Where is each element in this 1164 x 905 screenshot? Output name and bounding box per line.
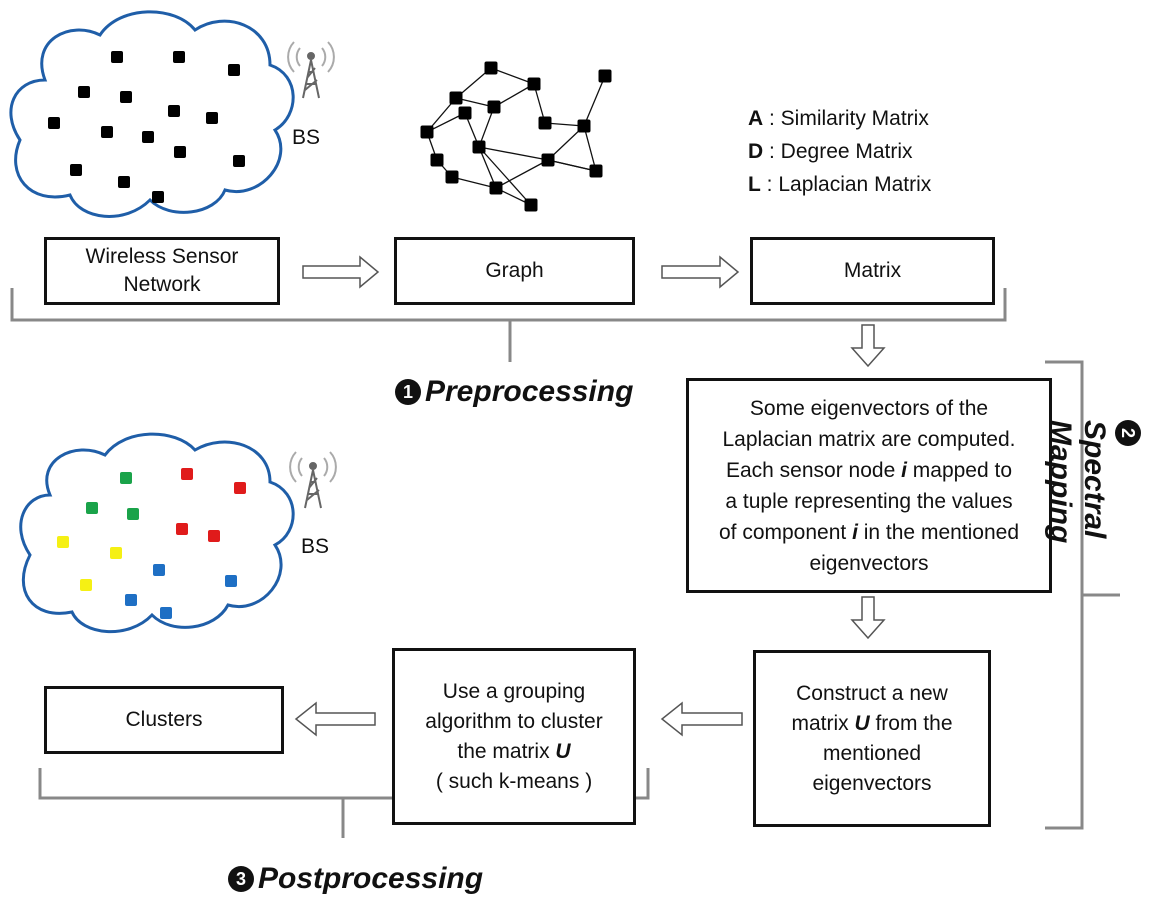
arrow-eigen-to-construct <box>850 596 886 640</box>
graph-edge <box>490 67 535 85</box>
graph-node <box>458 106 472 120</box>
top-network-cloud <box>9 10 295 218</box>
graph-node <box>538 116 552 130</box>
cluster-node <box>153 564 165 576</box>
graph-node <box>420 125 434 139</box>
top-antenna-icon <box>287 41 335 99</box>
graph-node <box>577 119 591 133</box>
matrix-legend: A : Similarity Matrix D : Degree Matrix … <box>748 102 931 201</box>
arrow-graph-to-matrix <box>661 255 740 289</box>
sensor-node <box>228 64 240 76</box>
legend-row-a: A : Similarity Matrix <box>748 107 929 130</box>
graph-node <box>472 140 486 154</box>
bottom-network-cloud <box>19 432 295 634</box>
preprocessing-brace <box>10 288 1007 362</box>
graph-node <box>445 170 459 184</box>
graph-edge <box>478 146 532 206</box>
arrow-grouping-to-clusters <box>294 701 376 737</box>
cluster-node <box>120 472 132 484</box>
sensor-node <box>120 91 132 103</box>
construct-matrix-box: Construct a new matrix U from the mentio… <box>753 650 991 827</box>
graph-node <box>524 198 538 212</box>
cluster-node <box>176 523 188 535</box>
cluster-node <box>127 508 139 520</box>
sensor-node <box>118 176 130 188</box>
bottom-bs-label: BS <box>301 535 330 558</box>
graph-edge <box>478 146 549 161</box>
graph-node <box>541 153 555 167</box>
eigenvectors-box: Some eigenvectors of the Laplacian matri… <box>686 378 1052 593</box>
graph-node <box>430 153 444 167</box>
bottom-sensor-nodes <box>57 468 246 619</box>
sensor-node <box>48 117 60 129</box>
cluster-node <box>234 482 246 494</box>
graph-edge <box>451 176 497 189</box>
cluster-node <box>160 607 172 619</box>
spectral-mapping-brace <box>1045 360 1120 830</box>
graph-node <box>487 100 501 114</box>
sensor-node <box>101 126 113 138</box>
cluster-node <box>110 547 122 559</box>
graph-edge <box>547 159 597 172</box>
cluster-node <box>181 468 193 480</box>
graph-edge <box>478 146 497 189</box>
cluster-node <box>208 530 220 542</box>
cluster-node <box>125 594 137 606</box>
graph-node <box>484 61 498 75</box>
grouping-algorithm-box: Use a grouping algorithm to cluster the … <box>392 648 636 825</box>
sensor-node <box>152 191 164 203</box>
bottom-antenna-icon <box>289 451 337 509</box>
arrow-construct-to-grouping <box>660 701 743 737</box>
clusters-box: Clusters <box>44 686 284 754</box>
sensor-node <box>70 164 82 176</box>
sensor-node <box>78 86 90 98</box>
legend-row-l: L : Laplacian Matrix <box>748 173 932 196</box>
arrow-wsn-to-graph <box>302 255 380 289</box>
sensor-node <box>174 146 186 158</box>
stage-spectral-mapping: 2Spectral Mapping <box>1043 420 1145 543</box>
sensor-node <box>142 131 154 143</box>
graph-edge <box>583 125 597 172</box>
sensor-node <box>168 105 180 117</box>
graph-nodes <box>420 61 612 212</box>
graph-node <box>527 77 541 91</box>
graph-edges <box>426 67 606 206</box>
cluster-node <box>225 575 237 587</box>
graph-node <box>489 181 503 195</box>
top-bs-label: BS <box>292 126 321 149</box>
graph-edge <box>495 159 549 189</box>
sensor-node <box>111 51 123 63</box>
graph-box: Graph <box>394 237 635 305</box>
graph-node <box>598 69 612 83</box>
top-sensor-nodes <box>48 51 245 203</box>
matrix-box: Matrix <box>750 237 995 305</box>
cluster-node <box>80 579 92 591</box>
sensor-node <box>206 112 218 124</box>
graph-node <box>589 164 603 178</box>
cluster-node <box>86 502 98 514</box>
cluster-node <box>57 536 69 548</box>
arrow-matrix-to-eigen <box>850 324 886 368</box>
graph-edge <box>478 106 495 148</box>
legend-row-d: D : Degree Matrix <box>748 140 913 163</box>
graph-edge <box>493 83 535 108</box>
graph-edge <box>583 75 606 127</box>
sensor-node <box>233 155 245 167</box>
graph-node <box>449 91 463 105</box>
sensor-node <box>173 51 185 63</box>
